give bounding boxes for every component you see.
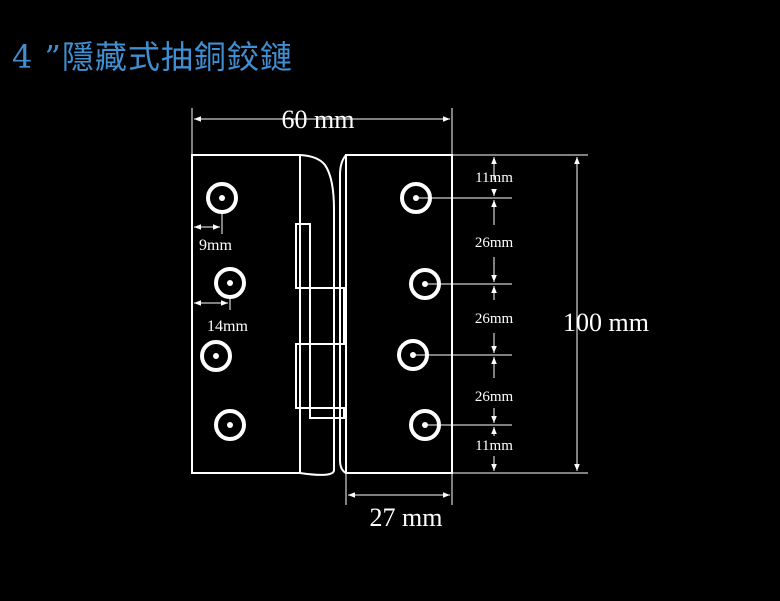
hole-left-4 [214, 409, 246, 441]
knuckle-4 [309, 407, 345, 419]
label-hole-offset-9: 9mm [199, 237, 232, 254]
label-spacing-bottom: 11mm [475, 438, 513, 454]
label-spacing-3: 26mm [475, 389, 514, 405]
right-leaf-curve [339, 154, 347, 474]
label-leaf-width: 27 mm [370, 503, 443, 532]
knuckle-3 [295, 343, 311, 409]
knuckle-1 [295, 223, 311, 289]
label-total-width: 60 mm [282, 105, 355, 134]
hole-left-3 [200, 340, 232, 372]
label-hole-offset-14: 14mm [207, 318, 248, 335]
label-spacing-top: 11mm [475, 170, 513, 186]
left-knuckle [299, 154, 335, 476]
knuckle-2 [309, 287, 345, 345]
label-total-height: 100 mm [563, 308, 649, 337]
label-spacing-2: 26mm [475, 311, 514, 327]
label-spacing-1: 26mm [475, 235, 514, 251]
page-title: 4 ”隱藏式抽銅鉸鏈 [12, 38, 293, 76]
